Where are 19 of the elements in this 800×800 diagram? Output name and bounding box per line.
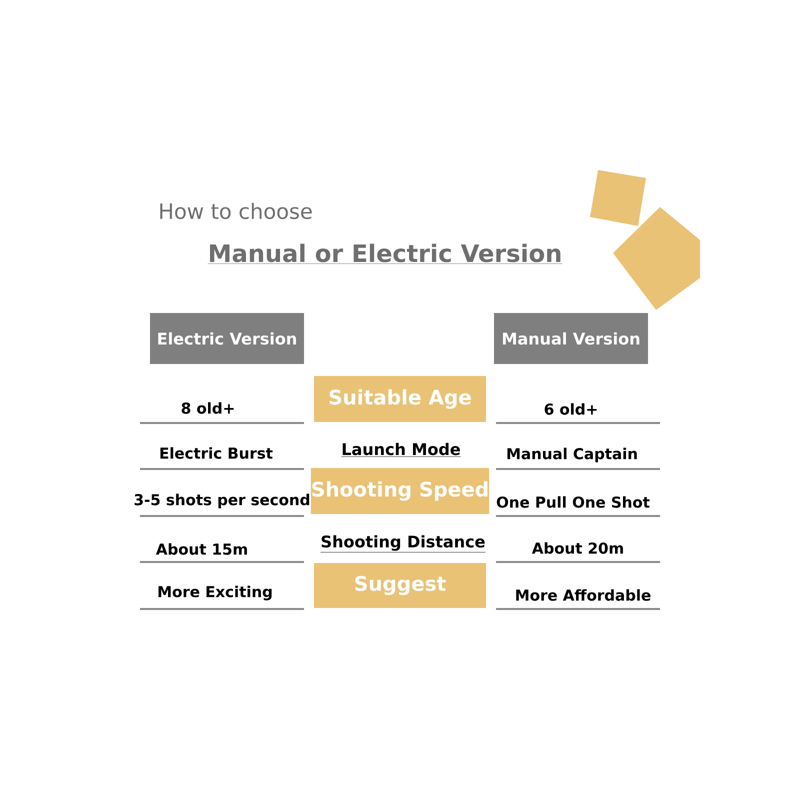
table-cell: 6 old+ — [496, 403, 660, 424]
subtitle: How to choose — [160, 202, 312, 220]
column-header: Electric Version — [150, 313, 304, 364]
table-cell: Manual Captain — [496, 448, 660, 470]
table-cell: 3-5 shots per second — [134, 494, 310, 517]
table-cell: About 20m — [496, 542, 660, 563]
table-cell: About 15m — [140, 543, 304, 563]
criterion-label: Launch Mode — [341, 442, 461, 457]
table-cell: More Exciting — [140, 586, 304, 610]
column-header: Manual Version — [494, 313, 648, 364]
table-cell: 8 old+ — [140, 402, 304, 424]
category-box: Suggest — [314, 563, 486, 608]
title: Manual or Electric Version — [208, 244, 562, 264]
table-cell: One Pull One Shot — [496, 496, 660, 517]
table-cell: More Affordable — [496, 589, 660, 610]
criterion-label: Shooting Distance — [320, 535, 486, 552]
table-cell: Electric Burst — [140, 447, 304, 470]
category-box: Suitable Age — [314, 376, 486, 422]
category-box: Shooting Speed — [310, 468, 490, 514]
